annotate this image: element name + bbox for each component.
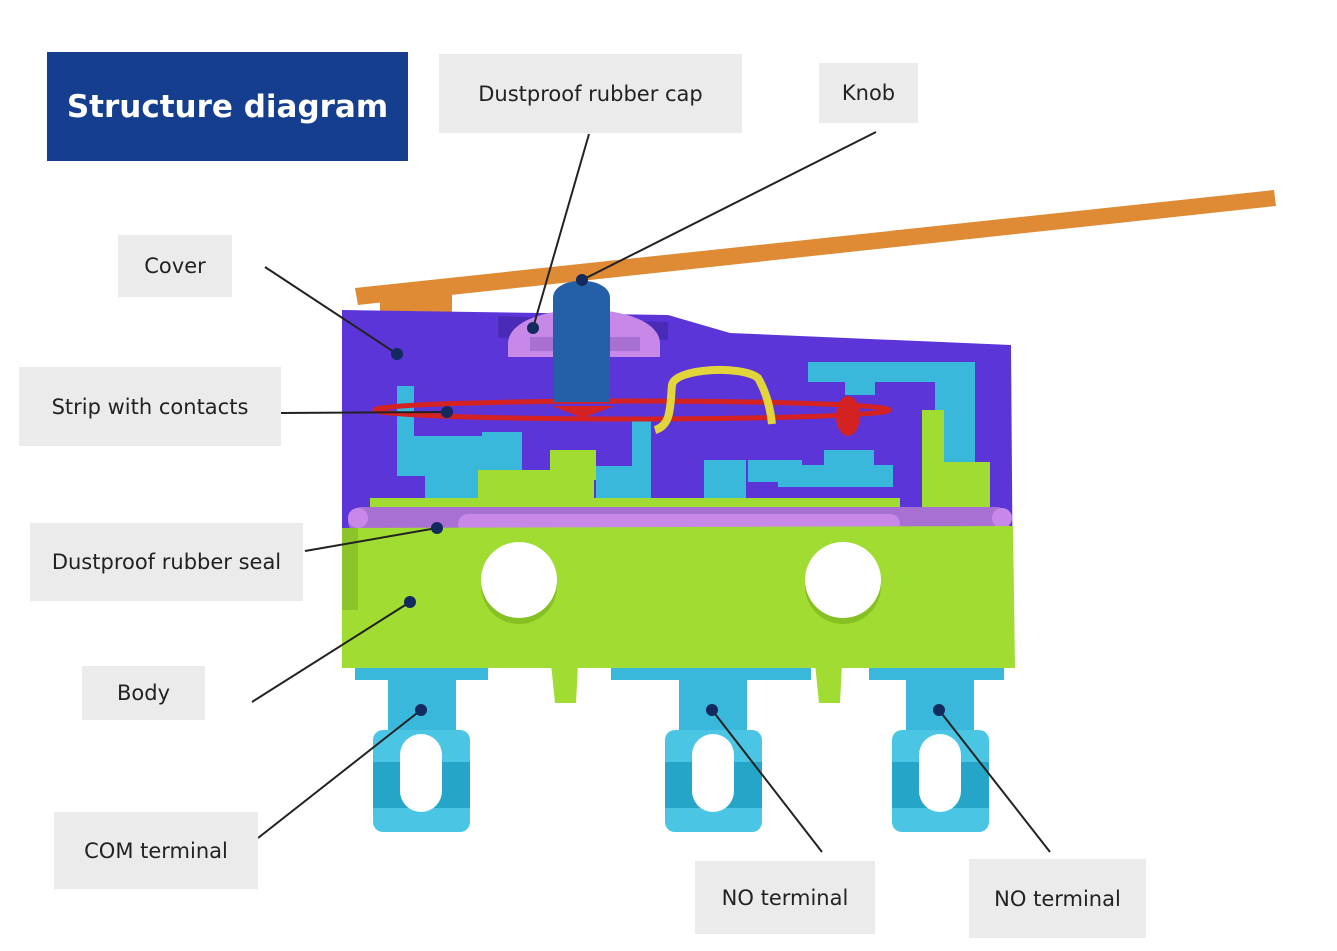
label-com-terminal: COM terminal xyxy=(54,812,258,889)
knob xyxy=(553,280,610,402)
spring xyxy=(653,366,776,434)
label-cover: Cover xyxy=(118,235,232,297)
label-no-terminal-2: NO terminal xyxy=(969,859,1146,938)
body xyxy=(342,526,1015,703)
label-dustproof-rubber-seal: Dustproof rubber seal xyxy=(30,523,303,601)
no-terminal-1-shape xyxy=(611,668,811,832)
label-strip-with-contacts: Strip with contacts xyxy=(19,367,281,446)
diagram-title: Structure diagram xyxy=(47,52,408,161)
label-dustproof-rubber-cap: Dustproof rubber cap xyxy=(439,54,742,133)
contact-strip xyxy=(372,396,892,436)
label-no-terminal-1: NO terminal xyxy=(695,861,875,934)
leader-dots xyxy=(391,274,945,716)
lever-arm xyxy=(355,190,1276,312)
leader-lines xyxy=(251,131,1051,853)
no-terminal-2-shape xyxy=(869,668,1004,832)
label-body: Body xyxy=(82,666,205,720)
label-knob: Knob xyxy=(819,63,918,123)
com-terminal-shape xyxy=(355,668,488,832)
